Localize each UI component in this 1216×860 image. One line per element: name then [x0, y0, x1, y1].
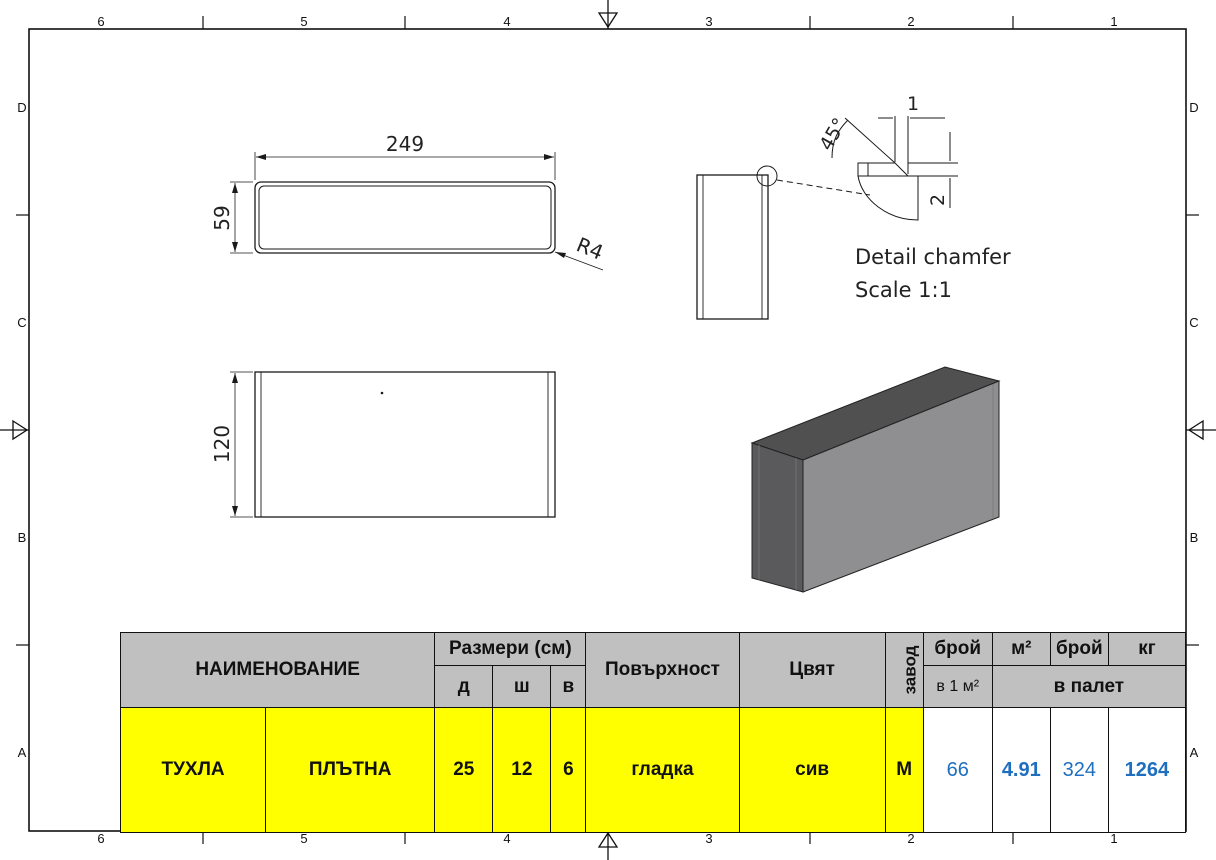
header-name: НАИМЕНОВАНИЕ	[119, 632, 436, 708]
zone-label: 2	[907, 14, 914, 29]
dimension-radius: R4	[573, 232, 607, 264]
column-labels-top: 6 5 4 3 2 1	[97, 14, 1117, 29]
front-view	[230, 371, 556, 518]
header-dimensions: Размери (см)	[434, 632, 587, 666]
row-labels-left: D C B A	[17, 100, 26, 760]
cell-color: сив	[738, 707, 886, 833]
zone-label: 2	[907, 831, 914, 846]
cell-name-1: ТУХЛА	[119, 707, 267, 833]
dimension-chamfer-top: 1	[907, 93, 919, 115]
zone-label: D	[17, 100, 26, 115]
header-per-m2: в 1 м²	[922, 665, 993, 708]
zone-label: 5	[300, 831, 307, 846]
cell-kg: 1264	[1107, 707, 1187, 833]
cell-dim-sh: 12	[492, 707, 552, 833]
header-dim-d: д	[434, 665, 494, 708]
zone-label: 3	[705, 831, 712, 846]
zone-label: 6	[97, 14, 104, 29]
side-view	[696, 165, 871, 320]
cell-dim-d: 25	[434, 707, 494, 833]
header-count-pallet: брой	[1049, 632, 1109, 666]
zone-ticks	[16, 16, 1199, 844]
zone-label: B	[18, 530, 27, 545]
dimension-length: 249	[386, 132, 424, 156]
header-kg: кг	[1107, 632, 1187, 666]
header-dim-sh: ш	[492, 665, 552, 708]
zone-label: 4	[503, 831, 510, 846]
brick-isometric-view	[750, 366, 1001, 593]
header-factory-label: завод	[900, 645, 920, 695]
zone-label: 6	[97, 831, 104, 846]
header-color: Цвят	[738, 632, 886, 708]
header-factory: завод	[884, 632, 924, 708]
cell-dim-v: 6	[550, 707, 587, 833]
zone-label: 1	[1110, 14, 1117, 29]
brick-end-face	[751, 442, 804, 593]
dimension-chamfer-side: 2	[927, 194, 949, 206]
row-labels-right: D C B A	[1189, 100, 1198, 760]
zone-label: C	[1189, 315, 1198, 330]
detail-scale: Scale 1:1	[855, 278, 952, 302]
dimension-width: 59	[210, 205, 234, 230]
cell-per-m2: 66	[922, 707, 993, 833]
cell-factory: М	[884, 707, 924, 833]
header-on-pallet: в палет	[991, 665, 1187, 708]
zone-label: D	[1189, 100, 1198, 115]
chamfer-detail	[831, 116, 958, 221]
specification-table: НАИМЕНОВАНИЕ Размери (см) Повърхност Цвя…	[119, 632, 1187, 833]
header-surface: Повърхност	[585, 632, 740, 708]
dimension-angle: 45°	[815, 114, 851, 154]
zone-label: 5	[300, 14, 307, 29]
cell-surface: гладка	[585, 707, 740, 833]
cell-m2: 4.91	[991, 707, 1051, 833]
zone-label: C	[17, 315, 26, 330]
header-m2: м²	[991, 632, 1051, 666]
column-labels-bottom: 6 5 4 3 2 1	[97, 831, 1117, 846]
zone-label: 3	[705, 14, 712, 29]
zone-label: 4	[503, 14, 510, 29]
zone-label: 1	[1110, 831, 1117, 846]
zone-label: A	[18, 745, 27, 760]
detail-title: Detail chamfer	[855, 245, 1011, 269]
header-dim-v: в	[550, 665, 587, 708]
zone-label: B	[1190, 530, 1199, 545]
header-count: брой	[922, 632, 993, 666]
dimension-height: 120	[210, 425, 234, 463]
top-view	[230, 152, 604, 271]
zone-label: A	[1190, 745, 1199, 760]
cell-count: 324	[1049, 707, 1109, 833]
cell-name-2: ПЛЪТНА	[265, 707, 436, 833]
